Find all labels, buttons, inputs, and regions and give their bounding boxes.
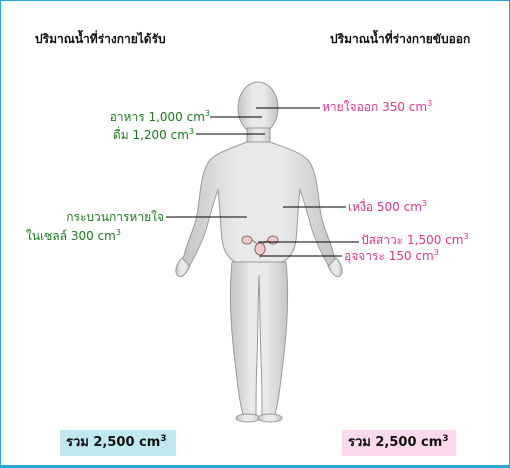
output-urine-label: ปัสสาวะ 1,500 cm3 bbox=[361, 233, 469, 248]
output-sweat-label: เหงื่อ 500 cm3 bbox=[348, 200, 427, 215]
intake-total: รวม 2,500 cm3 bbox=[60, 430, 176, 456]
output-total: รวม 2,500 cm3 bbox=[342, 430, 456, 456]
intake-respiration-label: กระบวนการหายใจ bbox=[66, 210, 164, 225]
intake-food-label: อาหาร 1,000 cm3 bbox=[110, 110, 210, 125]
intake-cellular-respiration-label: ในเซลล์ 300 cm3 bbox=[26, 229, 121, 244]
output-exhale-label: หายใจออก 350 cm3 bbox=[322, 100, 432, 115]
output-feces-label: อุจจาระ 150 cm3 bbox=[344, 249, 439, 264]
intake-drink-label: ดื่ม 1,200 cm3 bbox=[113, 128, 194, 143]
